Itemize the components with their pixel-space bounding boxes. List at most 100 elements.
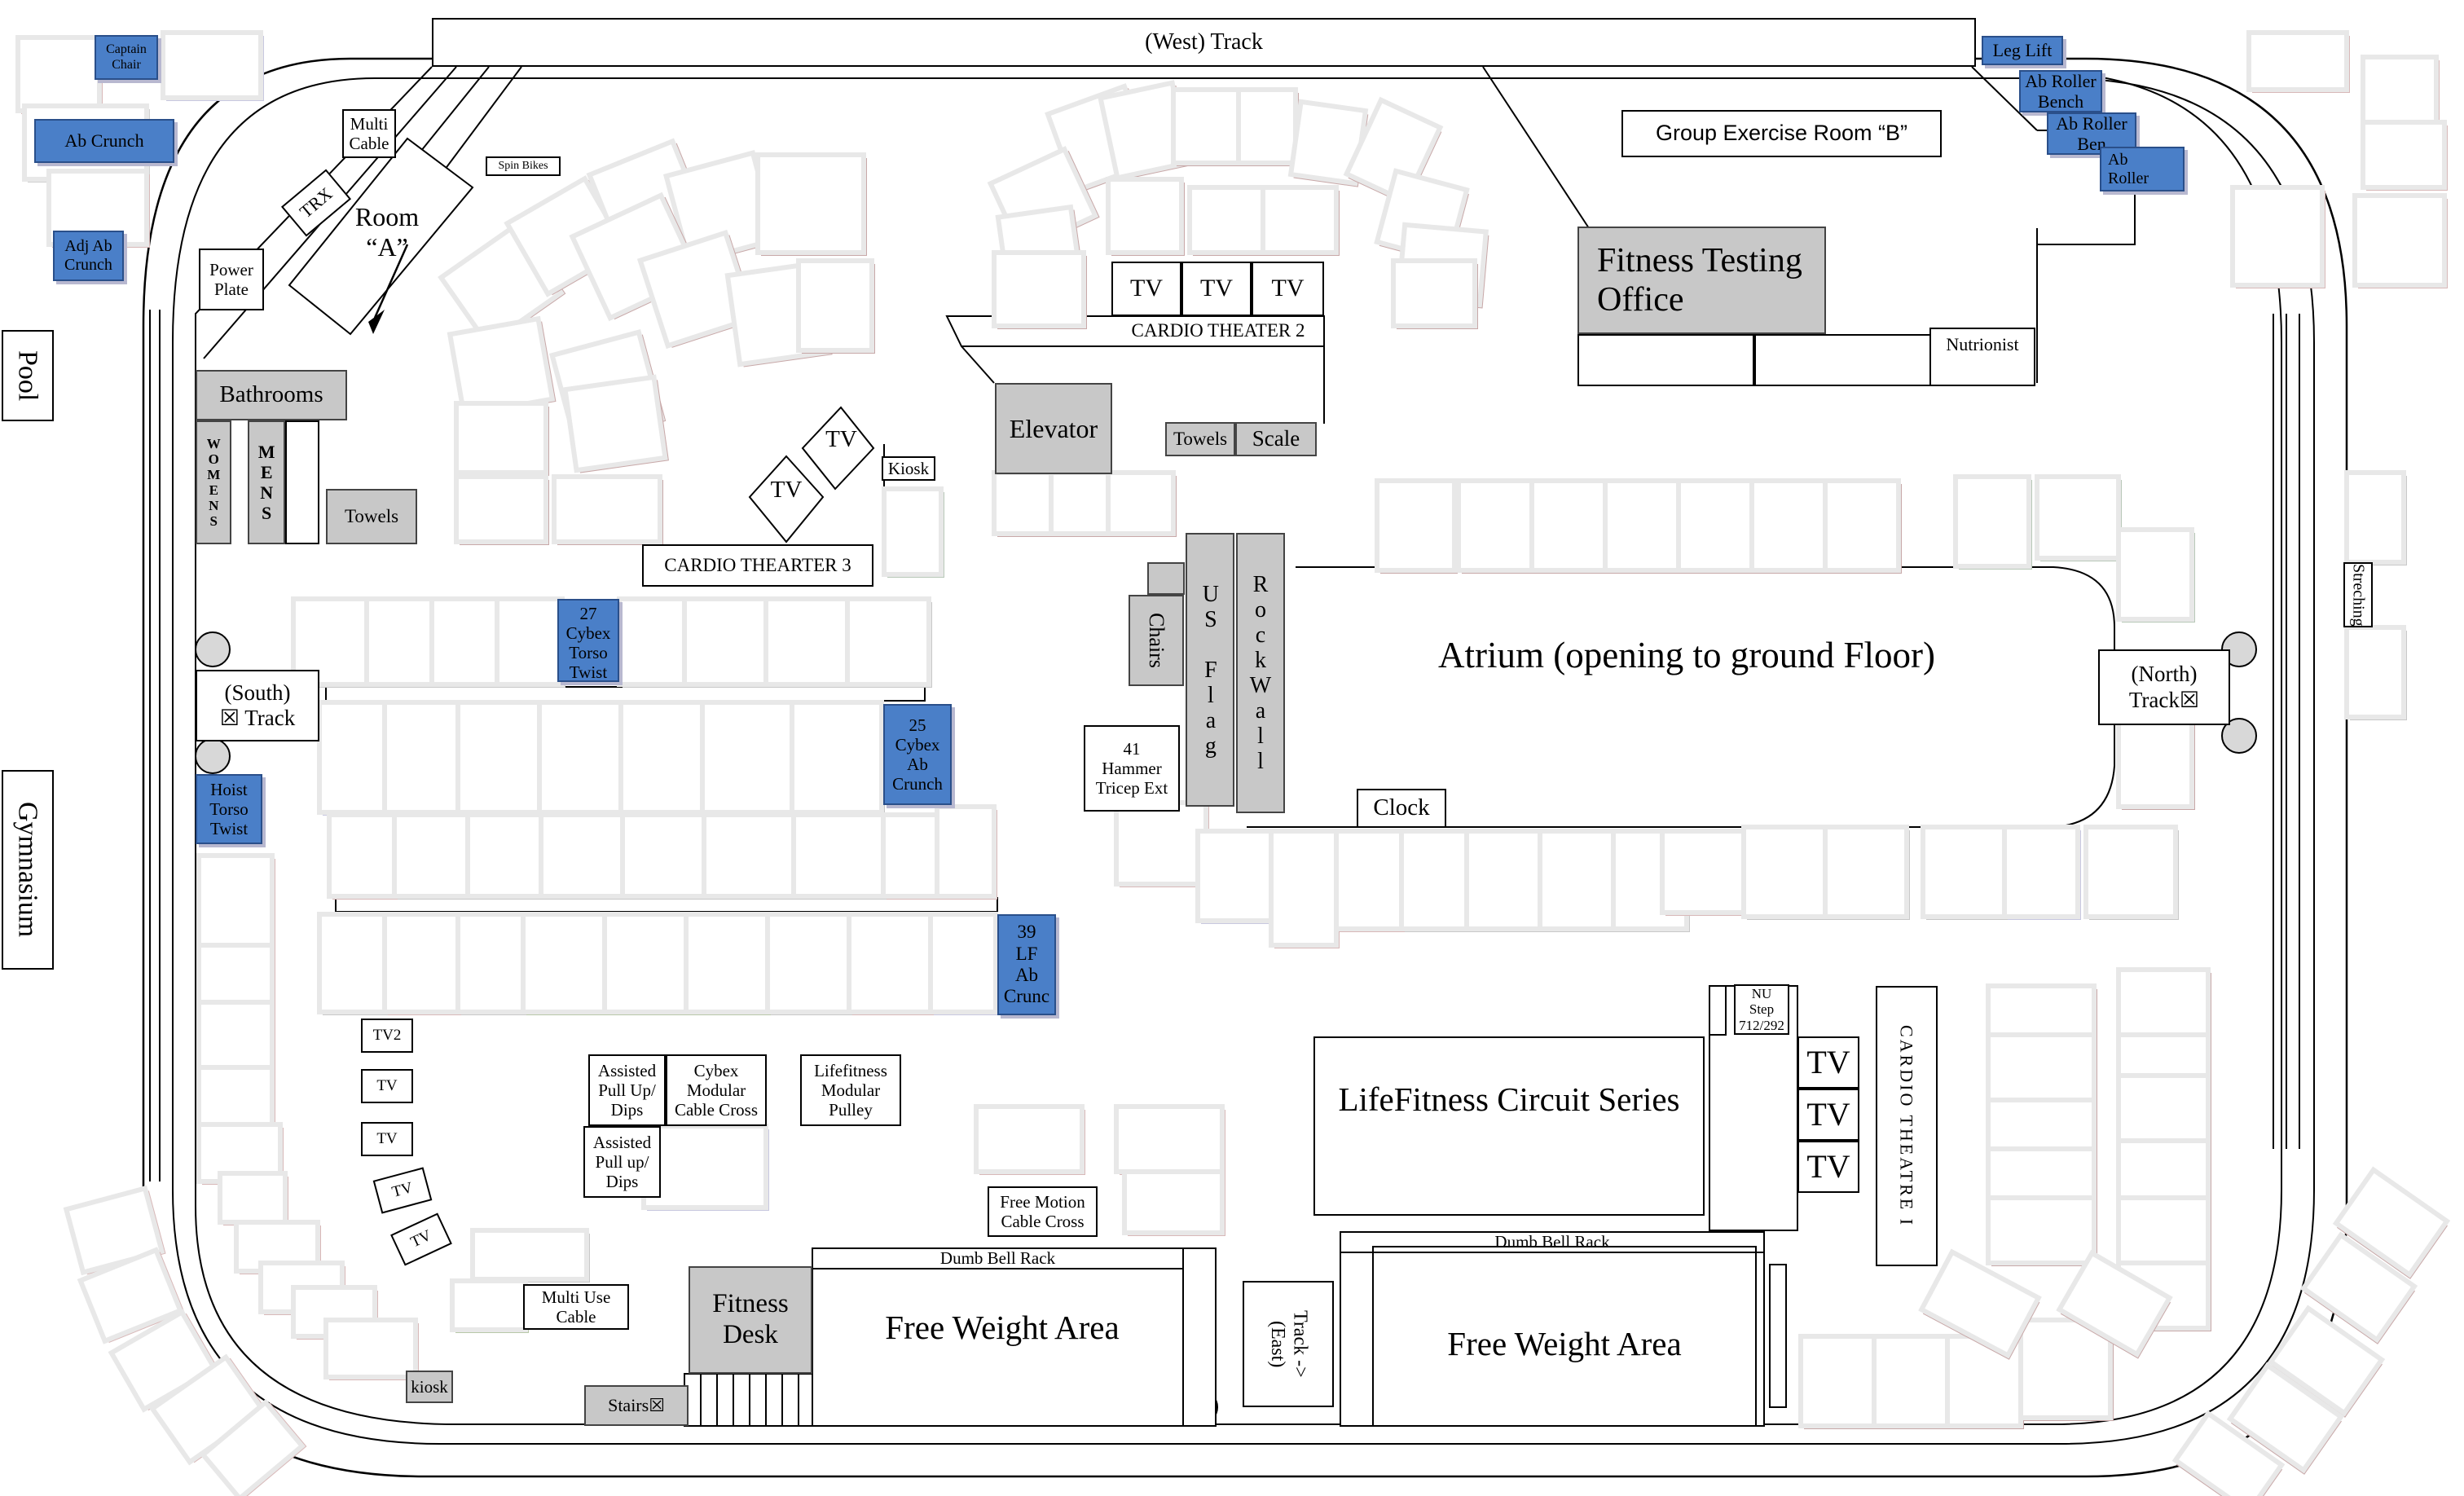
equipment-tile [1660, 829, 1747, 916]
equipment-tile [618, 700, 706, 816]
lf-ab-crunch: 39 LF Ab Crunc [997, 914, 1056, 1015]
equipment-tile [1106, 470, 1177, 537]
rock-wall: RockWall [1236, 533, 1285, 813]
kiosk-upper: Kiosk [882, 456, 935, 481]
dumb-bell-rack-right: Dumb Bell Rack [1340, 1232, 1764, 1253]
equipment-tile [641, 1124, 769, 1211]
equipment-tile [992, 250, 1087, 329]
equipment-tile [1986, 1032, 2097, 1103]
chairs-strip [1147, 562, 1185, 595]
ab-roller: Ab Roller [2100, 147, 2185, 191]
equipment-tile [1049, 470, 1111, 537]
equipment-tile [2230, 185, 2325, 288]
gymnasium-label: Gymnasium [2, 770, 54, 970]
equipment-tile [974, 1104, 1085, 1175]
equipment-tile [2361, 120, 2448, 191]
towels-left: Towels [326, 489, 417, 544]
equipment-tile [2116, 1138, 2211, 1201]
equipment-tile [2171, 1410, 2286, 1496]
equipment-tile [847, 912, 934, 1015]
equipment-tile [521, 912, 608, 1015]
clock: Clock [1357, 789, 1446, 828]
tv-circuit-2: TV [1797, 1089, 1859, 1141]
equipment-tile [845, 596, 932, 688]
equipment-tile [617, 596, 688, 688]
equipment-tile [636, 229, 758, 350]
equipment-tile [1603, 478, 1682, 574]
equipment-tile [1187, 185, 1266, 256]
equipment-tile [1195, 829, 1274, 924]
equipment-tile [1538, 829, 1617, 932]
equipment-tile [1823, 825, 1910, 920]
equipment-tile [2018, 1318, 2114, 1421]
nu-step: NU Step 712/292 [1734, 984, 1789, 1035]
equipment-tile [429, 596, 500, 688]
equipment-tile [1986, 983, 2097, 1038]
cardio-theater-2-label: CARDIO THEATER 2 [1131, 320, 1305, 341]
nutritionist-office: Nutrionist [1929, 328, 2035, 386]
tv-ct2-2: TV [1181, 262, 1252, 316]
equipment-tile [1986, 1195, 2097, 1266]
equipment-tile [1529, 478, 1608, 574]
tv-ct3-1: TV [825, 426, 857, 453]
equipment-tile [15, 35, 103, 114]
equipment-tile [1334, 829, 1405, 932]
equipment-tile [2344, 470, 2407, 565]
equipment-tile [620, 812, 707, 900]
equipment-tile [755, 152, 867, 256]
equipment-tile [199, 1398, 307, 1496]
equipment-tile [790, 700, 885, 816]
equipment-tile [392, 812, 471, 900]
equipment-tile [196, 1000, 275, 1071]
ab-crunch: Ab Crunch [34, 119, 174, 163]
equipment-tile [447, 315, 557, 418]
elevator: Elevator [995, 383, 1112, 474]
equipment-tile [763, 596, 851, 688]
office-room-1 [1577, 334, 1754, 386]
equipment-tile [1114, 800, 1209, 887]
equipment-tile [317, 912, 388, 1015]
assisted-pull-up-1: Assisted Pull Up/ Dips [588, 1054, 666, 1126]
cybex-torso-twist: 27 Cybex Torso Twist [557, 599, 619, 682]
free-weight-area-left: Free Weight Area [885, 1309, 1120, 1347]
equipment-tile [552, 474, 663, 545]
equipment-tile [928, 912, 999, 1015]
equipment-tile [2299, 1231, 2418, 1344]
equipment-tile [382, 912, 461, 1015]
womens-restroom: WOMENS [196, 420, 231, 544]
leg-lift: Leg Lift [1982, 36, 2063, 65]
equipment-tile [602, 912, 689, 1015]
stairs: Stairs☒ [584, 1385, 689, 1426]
west-track-label: (West) Track [432, 18, 1976, 67]
equipment-tile [2352, 193, 2448, 288]
multi-cable: Multi Cable [342, 109, 396, 158]
assisted-pull-up-2: Assisted Pull up/ Dips [583, 1126, 661, 1198]
equipment-tile [2361, 55, 2440, 125]
equipment-tile [1106, 177, 1185, 256]
equipment-tile [1749, 478, 1828, 574]
equipment-tile [327, 812, 398, 900]
spin-bikes-label: Spin Bikes [486, 156, 561, 176]
equipment-tile [455, 700, 543, 816]
multi-use-cable: Multi Use Cable [523, 1284, 629, 1330]
equipment-tile [495, 596, 565, 688]
bathrooms: Bathrooms [196, 370, 347, 420]
equipment-tile [2002, 825, 2081, 920]
equipment-tile [364, 596, 435, 688]
mens-restroom: MENS [248, 420, 285, 544]
north-track-label: (North) Track☒ [2098, 649, 2230, 725]
equipment-tile [765, 912, 852, 1015]
equipment-tile [2116, 1195, 2211, 1266]
equipment-tile [2035, 474, 2122, 561]
free-weight-area-right: Free Weight Area [1447, 1325, 1682, 1363]
equipment-tile [2246, 30, 2350, 93]
equipment-tile [161, 30, 264, 101]
equipment-tile [2267, 1305, 2386, 1418]
tv-circuit-3: TV [1797, 1141, 1859, 1193]
equipment-tile [454, 474, 549, 545]
equipment-tile [455, 912, 526, 1015]
equipment-tile [537, 700, 624, 816]
room-a-label: Room “A” [354, 202, 420, 262]
floor-boundary [195, 66, 2282, 1425]
